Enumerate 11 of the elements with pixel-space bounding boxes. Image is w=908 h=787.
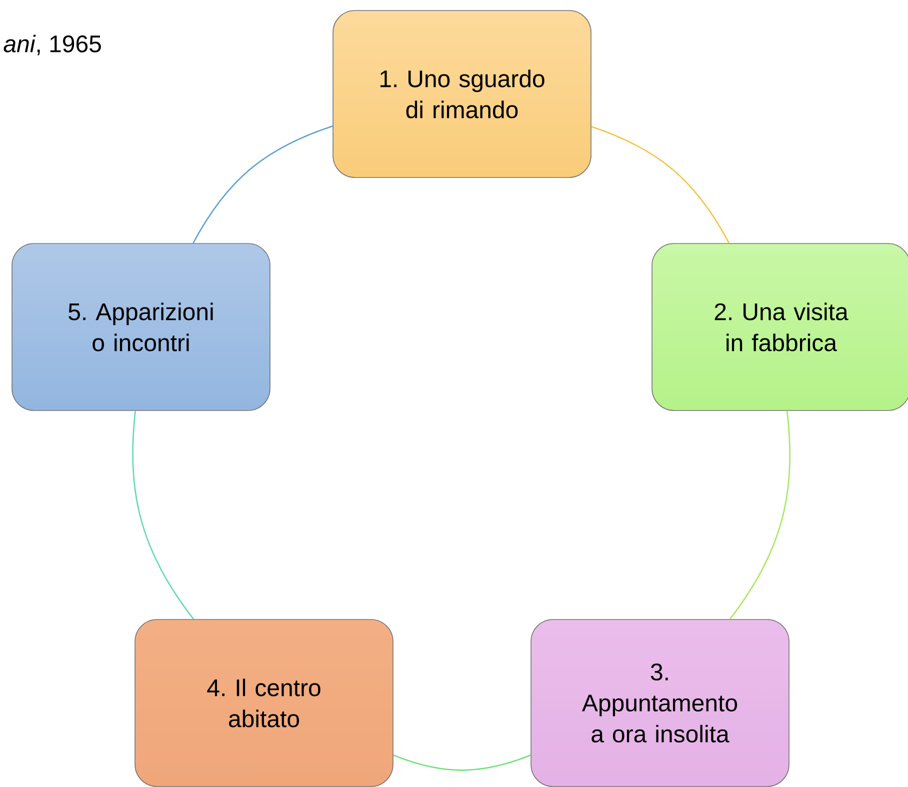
connector-arc xyxy=(192,126,333,244)
process-box: 2. Una visita in fabbrica xyxy=(652,243,908,411)
caption-text: ani, 1965 xyxy=(4,34,101,56)
process-box: 3. Appuntamento a ora insolita xyxy=(530,619,790,787)
connector-arc xyxy=(729,410,790,620)
process-box: 1. Uno sguardo di rimando xyxy=(332,10,592,178)
connector-arc xyxy=(393,754,531,771)
connector-arc xyxy=(132,410,194,620)
connector-arc xyxy=(591,126,730,244)
process-box: 5. Apparizioni o incontri xyxy=(12,243,270,411)
process-box: 4. Il centro abitato xyxy=(134,619,394,787)
